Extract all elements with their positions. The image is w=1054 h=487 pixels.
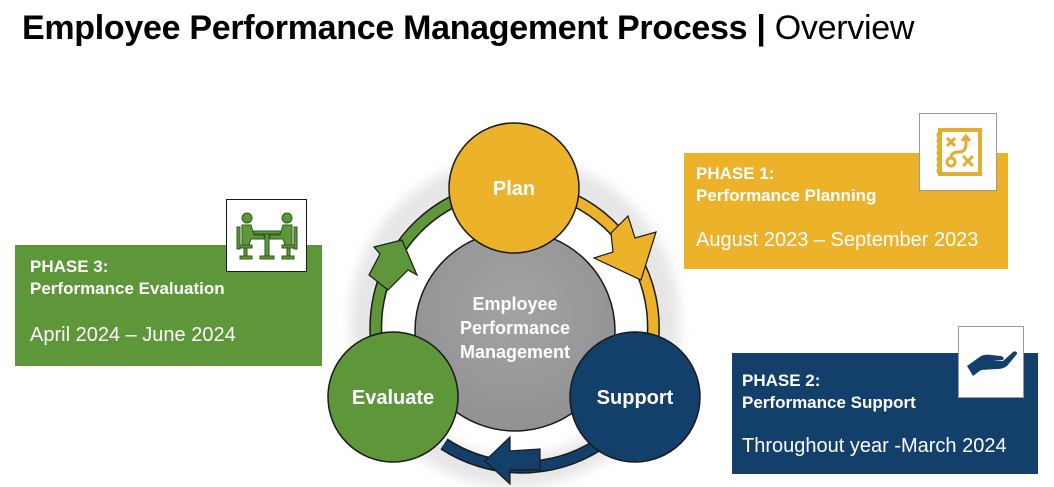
page-title: Employee Performance Management Process … (22, 6, 914, 50)
meeting-table-icon (236, 212, 297, 259)
center-label-line3: Management (460, 342, 570, 362)
title-main: Employee Performance Management Process (22, 9, 748, 47)
title-separator: | (747, 9, 775, 47)
phase3-icon-box (226, 199, 307, 272)
phase1-icon-box (919, 113, 997, 191)
phase1-card: PHASE 1: Performance Planning August 202… (684, 153, 1008, 269)
helping-hand-icon (967, 351, 1017, 376)
arrow-evaluate-to-plan (368, 196, 456, 337)
center-label-line2: Performance (460, 318, 570, 338)
phase2-title: PHASE 2: (742, 371, 821, 390)
node-plan-label: Plan (493, 178, 535, 200)
node-evaluate-label: Evaluate (352, 387, 434, 409)
phase2-icon-box (958, 326, 1024, 398)
arrow-support-to-evaluate (440, 435, 602, 486)
arrow-plan-to-support (571, 194, 660, 339)
phase2-dates: Throughout year -March 2024 (742, 435, 1007, 457)
node-evaluate[interactable]: Evaluate (327, 331, 459, 463)
phase1-title: PHASE 1: (696, 164, 775, 183)
title-subtitle: Overview (774, 9, 915, 47)
phase3-dates: April 2024 – June 2024 (30, 324, 236, 346)
phase1-name: Performance Planning (696, 186, 877, 205)
node-support[interactable]: Support (569, 331, 701, 463)
phase3-name: Performance Evaluation (30, 279, 225, 298)
phase1-dates: August 2023 – September 2023 (696, 229, 979, 251)
phase3-title: PHASE 3: (30, 257, 109, 276)
strategy-plan-icon (936, 128, 982, 176)
node-plan[interactable]: Plan (448, 122, 580, 254)
center-label-line1: Employee (472, 294, 557, 314)
phase2-name: Performance Support (742, 393, 916, 412)
node-support-label: Support (597, 387, 674, 409)
